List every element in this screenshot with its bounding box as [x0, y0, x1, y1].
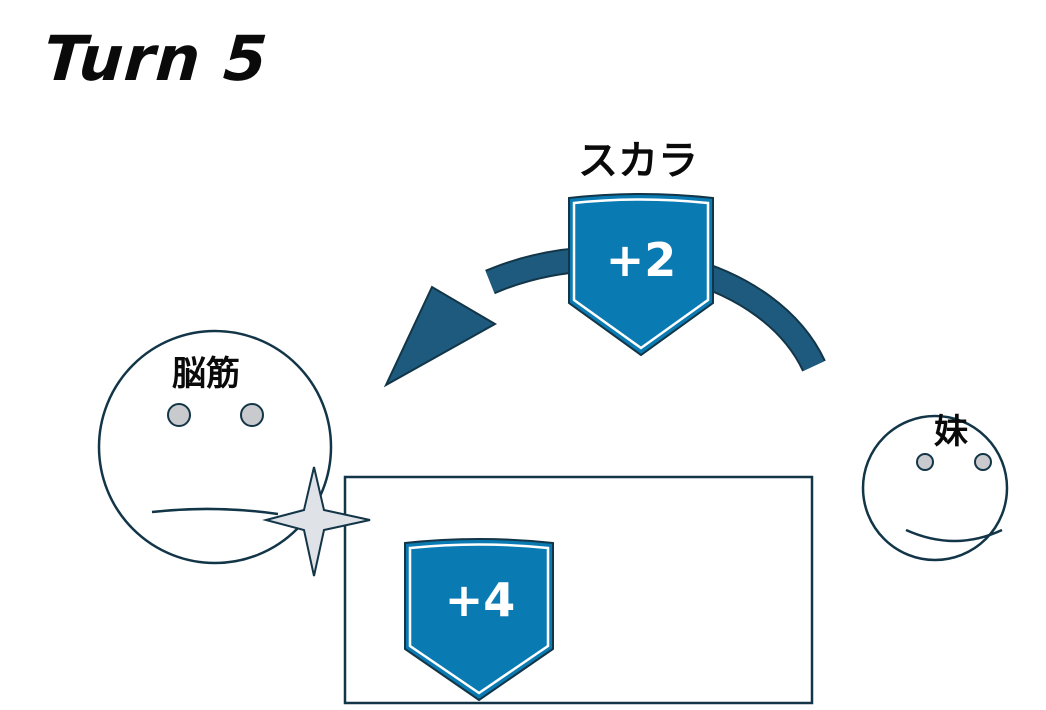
shield-badge-icon: +4 — [404, 538, 554, 702]
page-title: Turn 5 — [41, 22, 271, 95]
left-character-name: 脳筋 — [172, 354, 240, 394]
cast-badge-value: +2 — [606, 233, 677, 287]
left-character-face — [97, 329, 333, 565]
shield-badge-icon: +2 — [568, 193, 714, 357]
sparkle-icon — [262, 466, 371, 577]
spell-name: スカラ — [578, 138, 698, 184]
right-character-name: 妹 — [934, 412, 968, 452]
right-character-face — [861, 414, 1009, 562]
result-badge-value: +4 — [445, 573, 516, 627]
